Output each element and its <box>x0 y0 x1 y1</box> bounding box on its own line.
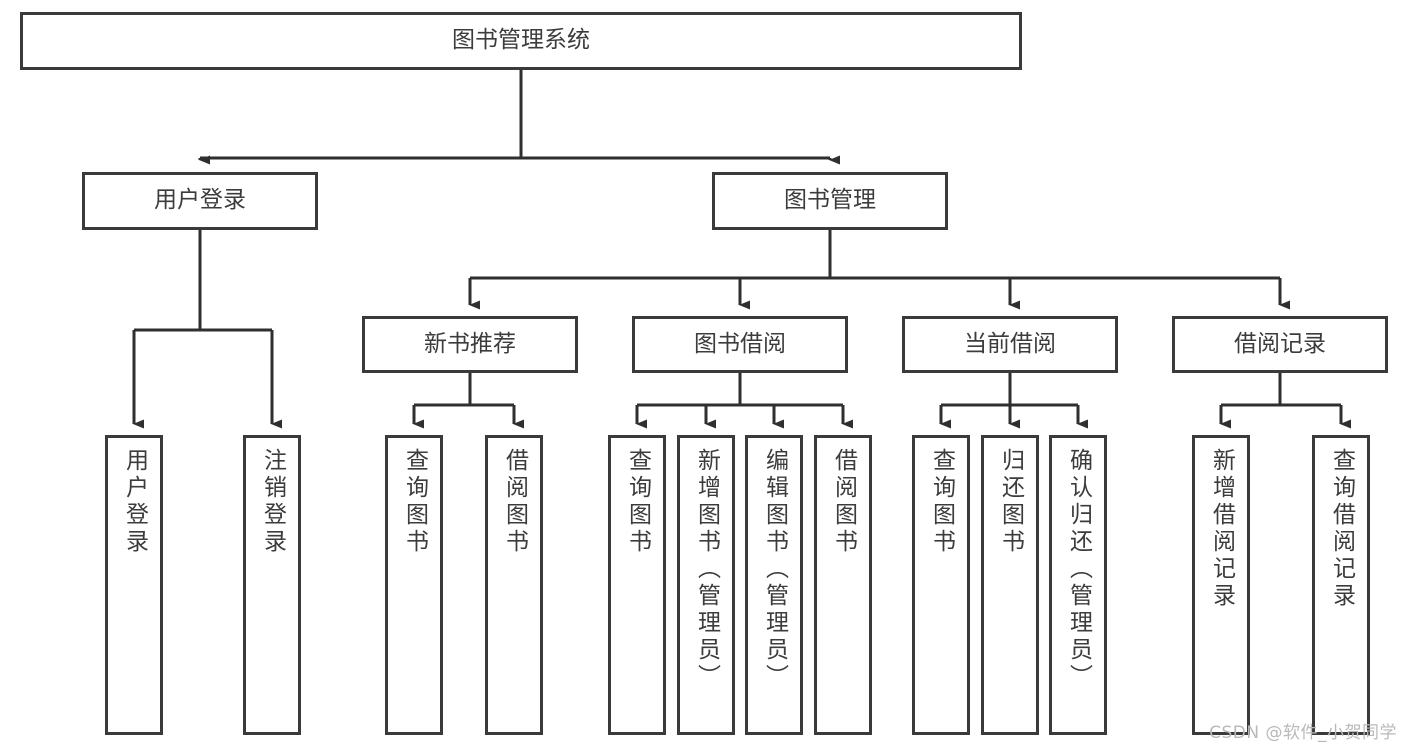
node-new-book-recommendation[interactable]: 新书推荐 <box>362 316 578 373</box>
node-leaf-edit-book-admin[interactable]: 编辑图书（管理员） <box>745 435 803 735</box>
node-label: 图书管理系统 <box>452 27 590 54</box>
node-label: 图书借阅 <box>694 330 786 357</box>
node-book-borrowing[interactable]: 图书借阅 <box>632 316 848 373</box>
node-label: 归还图书 <box>997 448 1024 556</box>
node-label: 查询图书 <box>624 448 651 556</box>
node-leaf-query-borrow-record[interactable]: 查询借阅记录 <box>1312 435 1370 735</box>
node-current-borrowing[interactable]: 当前借阅 <box>902 316 1118 373</box>
node-label: 编辑图书（管理员） <box>761 448 788 691</box>
node-label: 当前借阅 <box>964 330 1056 357</box>
node-leaf-add-borrow-record[interactable]: 新增借阅记录 <box>1192 435 1250 735</box>
node-leaf-query-book-cb[interactable]: 查询图书 <box>912 435 970 735</box>
node-label: 注销登录 <box>259 448 286 556</box>
node-leaf-borrow-book-nbr[interactable]: 借阅图书 <box>485 435 543 735</box>
node-leaf-confirm-return-admin[interactable]: 确认归还（管理员） <box>1049 435 1107 735</box>
node-label: 查询图书 <box>401 448 428 556</box>
node-leaf-add-book-admin[interactable]: 新增图书（管理员） <box>677 435 735 735</box>
node-book-management[interactable]: 图书管理 <box>712 172 948 230</box>
node-label: 新书推荐 <box>424 330 516 357</box>
node-borrowing-records[interactable]: 借阅记录 <box>1172 316 1388 373</box>
node-label: 查询借阅记录 <box>1328 448 1355 610</box>
node-label: 新增图书（管理员） <box>693 448 720 691</box>
node-leaf-user-login[interactable]: 用户登录 <box>105 435 163 735</box>
node-label: 用户登录 <box>121 448 148 556</box>
node-label: 查询图书 <box>928 448 955 556</box>
node-leaf-return-book[interactable]: 归还图书 <box>981 435 1039 735</box>
node-user-login[interactable]: 用户登录 <box>82 172 318 230</box>
node-label: 借阅图书 <box>830 448 857 556</box>
node-label: 借阅记录 <box>1234 330 1326 357</box>
node-leaf-logout[interactable]: 注销登录 <box>243 435 301 735</box>
node-leaf-query-book-bb[interactable]: 查询图书 <box>608 435 666 735</box>
node-book-management-system[interactable]: 图书管理系统 <box>20 12 1022 70</box>
node-label: 确认归还（管理员） <box>1065 448 1092 691</box>
node-leaf-query-book-nbr[interactable]: 查询图书 <box>385 435 443 735</box>
node-label: 新增借阅记录 <box>1208 448 1235 610</box>
node-label: 图书管理 <box>784 187 876 214</box>
node-label: 用户登录 <box>154 187 246 214</box>
node-leaf-borrow-book-bb[interactable]: 借阅图书 <box>814 435 872 735</box>
node-label: 借阅图书 <box>501 448 528 556</box>
watermark-text: CSDN @软件_小贺同学 <box>1209 723 1397 743</box>
